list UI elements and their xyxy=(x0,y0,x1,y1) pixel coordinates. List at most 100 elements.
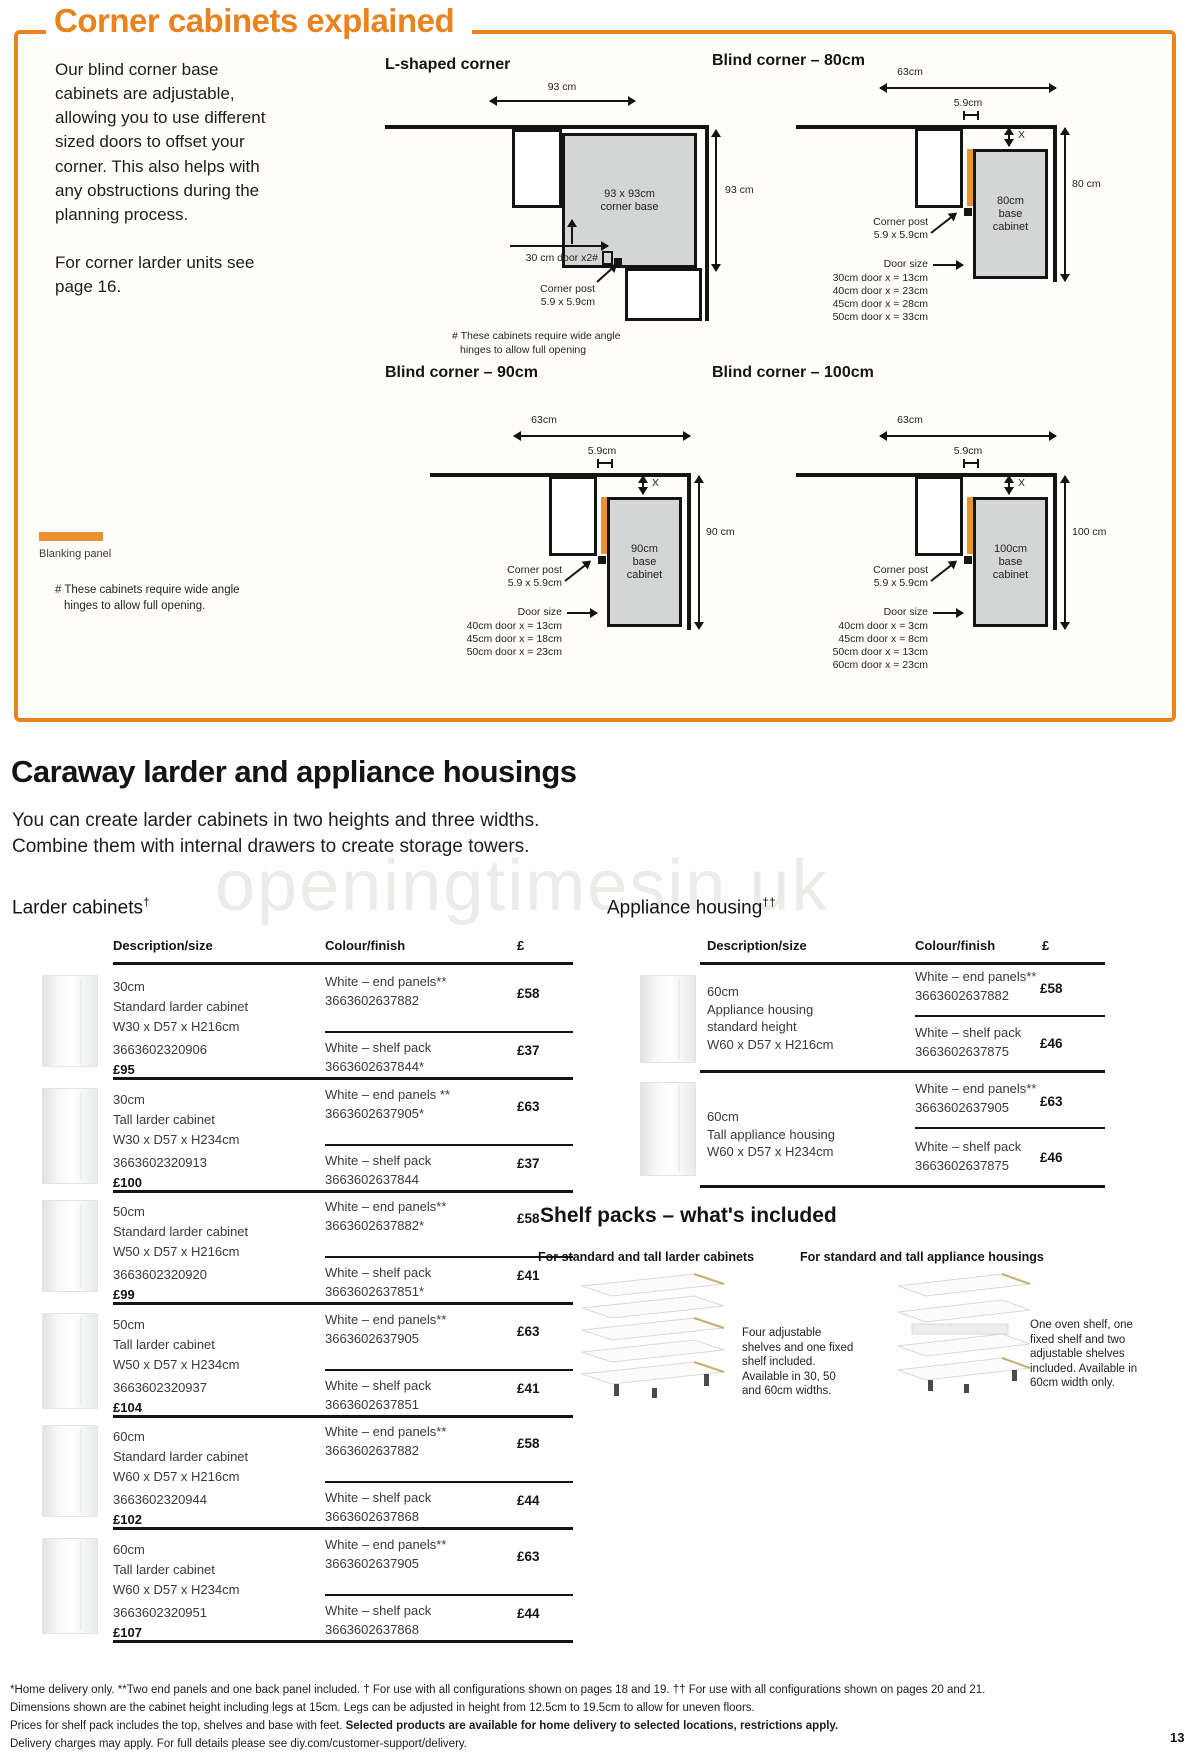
pointer-arrow xyxy=(930,212,957,234)
door-size-item: 50cm door x = 13cm xyxy=(832,646,928,658)
table-row-description: 60cm Tall larder cabinet W60 x D57 x H23… xyxy=(113,1540,318,1643)
door-size-title: Door size xyxy=(517,606,562,618)
desc-dims: W60 x D57 x H216cm xyxy=(707,1036,834,1052)
door-size-item: 40cm door x = 23cm xyxy=(832,285,928,297)
dimension-arrow xyxy=(711,129,721,272)
finish-name: White – end panels** xyxy=(915,1081,1037,1096)
corner-post-label-line: Corner post xyxy=(507,564,562,576)
pointer-arrow xyxy=(933,260,964,270)
desc-size: 50cm xyxy=(113,1204,145,1219)
blanking-panel xyxy=(967,497,973,554)
blanking-panel-swatch xyxy=(39,532,103,541)
footnote-line: Dimensions shown are the cabinet height … xyxy=(10,1702,755,1714)
finish-price: £58 xyxy=(517,1211,540,1226)
dimension-label: 93 cm xyxy=(547,81,577,93)
finish-price: £58 xyxy=(517,986,540,1001)
desc-price: £104 xyxy=(113,1400,142,1415)
finish-name: White – shelf pack xyxy=(325,1378,432,1393)
desc-code: 3663602320937 xyxy=(113,1380,207,1395)
finish-code: 3663602637868 xyxy=(325,1508,419,1524)
finish-code: 3663602637851 xyxy=(325,1396,419,1412)
finish-code: 3663602637875 xyxy=(915,1043,1009,1059)
pointer-arrow xyxy=(564,560,591,582)
corner-base-cabinet: 93 x 93cm corner base xyxy=(562,133,697,268)
hinge-note: hinges to allow full opening xyxy=(460,344,587,356)
door-size-item: 50cm door x = 23cm xyxy=(466,646,562,658)
desc-dims: W50 x D57 x H216cm xyxy=(113,1244,240,1259)
dimension-arrow xyxy=(879,431,1057,441)
cabinet-thumbnail xyxy=(42,1200,98,1292)
table-row-description: 50cm Standard larder cabinet W50 x D57 x… xyxy=(113,1202,318,1305)
corner-post-label-line: 5.9 x 5.9cm xyxy=(873,577,928,589)
gap-arrow xyxy=(638,475,648,495)
footnote-line: Prices for shelf pack includes the top, … xyxy=(10,1720,838,1732)
dimension-arrow xyxy=(1060,475,1070,630)
shelf-left-text: Four adjustable shelves and one fixed sh… xyxy=(742,1327,854,1397)
cabinet-thumbnail xyxy=(42,1313,98,1409)
gap-label: X xyxy=(1018,477,1026,489)
finish-entry: White – shelf pack 3663602637875 xyxy=(915,1138,1090,1175)
finish-name: White – shelf pack xyxy=(325,1490,432,1505)
caraway-intro-line: Combine them with internal drawers to cr… xyxy=(12,836,530,857)
finish-price: £41 xyxy=(517,1268,540,1283)
shelf-pack-image-appliance xyxy=(897,1273,1031,1393)
corner-intro-note: For corner larder units see page 16. xyxy=(55,252,255,296)
base-cabinet: 100cm base cabinet xyxy=(973,497,1048,627)
finish-price: £46 xyxy=(1040,1150,1063,1165)
corner-post-label: Corner post 5.9 x 5.9cm xyxy=(828,564,928,590)
desc-dims: W30 x D57 x H234cm xyxy=(113,1132,240,1147)
finish-entry: White – shelf pack 3663602637851 xyxy=(325,1377,500,1414)
finish-code: 3663602637905* xyxy=(325,1105,425,1121)
desc-dims: W50 x D57 x H234cm xyxy=(113,1357,240,1372)
dimension-label: 63cm xyxy=(531,414,557,426)
dimension-label: 5.9cm xyxy=(587,445,617,457)
finish-name: White – shelf pack xyxy=(325,1603,432,1618)
cabinet-label: base xyxy=(998,555,1023,568)
finish-divider xyxy=(915,1127,1105,1129)
dimension-arrow xyxy=(694,475,704,630)
table-rule xyxy=(113,1527,573,1530)
desc-size: 60cm xyxy=(707,984,739,999)
shelf-left-heading: For standard and tall larder cabinets xyxy=(538,1250,755,1264)
gap-label: X xyxy=(652,477,660,489)
cabinet-thumbnail xyxy=(42,975,98,1067)
pointer-arrow xyxy=(930,560,957,582)
desc-dims: W60 x D57 x H234cm xyxy=(707,1144,834,1159)
finish-code: 3663602637882 xyxy=(325,1442,419,1458)
wall-line xyxy=(430,473,691,477)
cabinet-label: cabinet xyxy=(992,568,1029,581)
hinge-note: # These cabinets require wide angle xyxy=(55,584,240,596)
table-row-description: 30cm Standard larder cabinet W30 x D57 x… xyxy=(113,977,318,1080)
table-rule xyxy=(113,1190,573,1193)
dimension-bracket xyxy=(963,459,979,468)
table-rule xyxy=(700,1185,1105,1188)
blanking-panel xyxy=(601,497,607,554)
page-title: Corner cabinets explained xyxy=(46,0,473,46)
table-rule xyxy=(113,1640,573,1643)
table-row-description: 60cm Tall appliance housing W60 x D57 x … xyxy=(707,1108,897,1161)
cabinet-thumbnail xyxy=(640,975,696,1063)
base-cabinet: 80cm base cabinet xyxy=(973,149,1048,279)
caraway-intro-line: You can create larder cabinets in two he… xyxy=(12,810,540,831)
appliance-heading: Appliance housing†† xyxy=(607,895,776,919)
finish-entry: White – end panels** 3663602637882* xyxy=(325,1198,500,1235)
desc-dims: W60 x D57 x H234cm xyxy=(113,1582,240,1597)
corner-post-label: Corner post 5.9 x 5.9cm xyxy=(828,216,928,242)
finish-entry: White – end panels** 3663602637882 xyxy=(325,1423,500,1460)
finish-price: £37 xyxy=(517,1043,540,1058)
blind-90-diagram: 63cm 5.9cm 90cm base cabinet X Corner po… xyxy=(346,414,746,676)
finish-code: 3663602637905 xyxy=(915,1099,1009,1115)
gap-arrow xyxy=(1004,475,1014,495)
finish-name: White – end panels** xyxy=(325,1199,447,1214)
shelf-right-heading: For standard and tall appliance housings xyxy=(800,1250,1044,1264)
door-outline xyxy=(549,476,597,556)
desc-price: £100 xyxy=(113,1175,142,1190)
larder-heading-text: Larder cabinets xyxy=(12,897,143,919)
finish-price: £63 xyxy=(517,1324,540,1339)
corner-post-label-line: 5.9 x 5.9cm xyxy=(873,229,928,241)
corner-post-label: Corner post 5.9 x 5.9cm xyxy=(495,283,595,309)
finish-divider xyxy=(325,1144,573,1146)
hinge-note: hinges to allow full opening. xyxy=(64,600,206,612)
table-row-description: 60cm Appliance housing standard height W… xyxy=(707,983,897,1053)
desc-name: Tall larder cabinet xyxy=(113,1562,215,1577)
